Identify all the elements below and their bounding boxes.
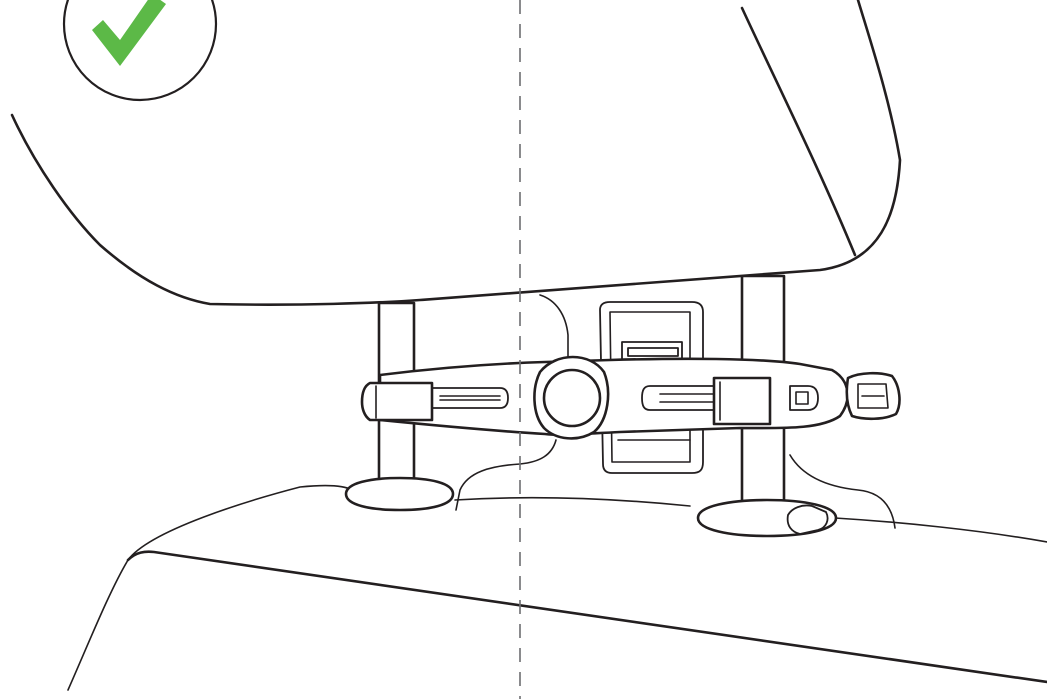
post-collars xyxy=(344,476,838,538)
seat-back xyxy=(67,484,1047,691)
correct-badge xyxy=(62,0,218,102)
rotation-knob xyxy=(533,355,610,440)
holder-bar xyxy=(378,357,849,437)
headrest-cushion xyxy=(0,0,1047,306)
post-clamps xyxy=(360,376,772,426)
checkmark-icon xyxy=(92,0,166,66)
end-clip xyxy=(845,371,901,421)
